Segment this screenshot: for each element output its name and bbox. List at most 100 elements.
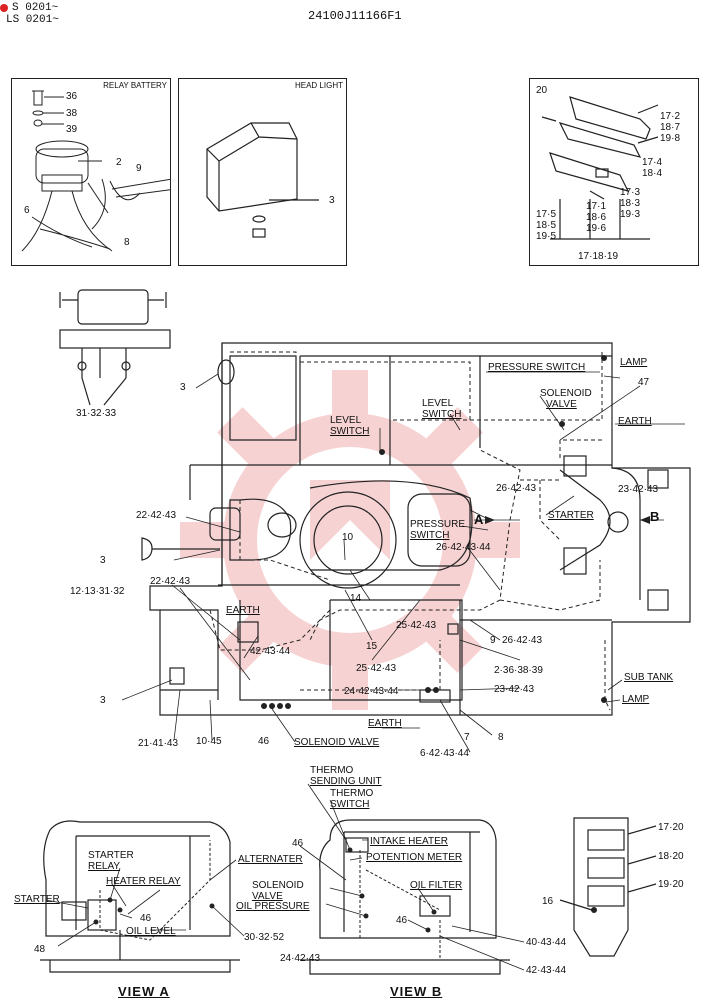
callout-9: 9 — [136, 163, 142, 174]
callout-18-3: 18·3 — [620, 198, 641, 209]
red-marker-icon — [0, 4, 8, 12]
callout-42-43-44: 42·43·44 — [250, 646, 291, 657]
callout-23-42-43-b: 23·42·43 — [494, 684, 535, 695]
label-potention-meter: POTENTION METER — [366, 852, 463, 863]
label-level-switch-2: LEVEL — [422, 398, 454, 409]
label-starter-relay-b: RELAY — [88, 861, 121, 872]
callout-46-view-b-a: 46 — [292, 838, 304, 849]
label-pressure-switch-mid: PRESSURE — [410, 519, 466, 530]
callout-3-bottom: 3 — [100, 695, 106, 706]
label-level-switch-2b: SWITCH — [422, 409, 462, 420]
callout-39: 39 — [66, 124, 78, 135]
view-a-title: VIEW A — [118, 984, 170, 999]
callout-17-1: 17·1 — [586, 201, 607, 212]
callout-42-43-44-view-b: 42·43·44 — [526, 965, 567, 976]
callout-24-42-43-44: 24·42·43·44 — [344, 686, 399, 697]
callout-8: 8 — [498, 732, 504, 743]
callout-17-2: 17·2 — [660, 111, 681, 122]
relay-battery-drawing — [21, 90, 170, 252]
lamp-detail-panel: 20 17·2 18·7 19·8 17·4 18·4 17·3 18·3 19… — [529, 78, 699, 266]
callout-19-3: 19·3 — [620, 209, 641, 220]
callout-36: 36 — [66, 91, 78, 102]
label-pressure-switch-top: PRESSURE SWITCH — [488, 362, 586, 373]
arrow-label-a: A — [474, 512, 484, 527]
label-sub-tank: SUB TANK — [624, 672, 674, 683]
callout-21-41-43: 21·41·43 — [138, 738, 179, 749]
callout-17-5: 17·5 — [536, 209, 557, 220]
callout-19-20: 19·20 — [658, 879, 684, 890]
callout-18-5: 18·5 — [536, 220, 557, 231]
callout-14: 14 — [350, 593, 362, 604]
callout-40-43-44: 40·43·44 — [526, 937, 567, 948]
label-starter: STARTER — [548, 510, 594, 521]
callout-46: 46 — [258, 736, 270, 747]
callout-17-4: 17·4 — [642, 157, 663, 168]
lamp-detail-drawing — [541, 96, 659, 240]
callout-46-view-a: 46 — [140, 913, 152, 924]
callout-23-42-43-a: 23·42·43 — [618, 484, 659, 495]
label-earth-mid: EARTH — [226, 605, 260, 616]
callout-12-13-31-32: 12·13·31·32 — [70, 586, 125, 597]
callout-8: 8 — [124, 237, 130, 248]
callout-22-42-43-b: 22·42·43 — [150, 576, 191, 587]
label-thermo-switch-b: SWITCH — [330, 799, 370, 810]
label-thermo-switch: THERMO — [330, 788, 374, 799]
callout-18-7: 18·7 — [660, 122, 681, 133]
callout-47: 47 — [638, 377, 650, 388]
callout-18-6: 18·6 — [586, 212, 607, 223]
view-b-title: VIEW B — [390, 984, 443, 999]
label-solenoid-valve-bottom: SOLENOID VALVE — [294, 737, 380, 748]
part-code: 24100J11166F1 — [308, 9, 402, 23]
callout-25-42-43-a: 25·42·43 — [396, 620, 437, 631]
label-starter-relay: STARTER — [88, 850, 134, 861]
callout-19-6: 19·6 — [586, 223, 607, 234]
callout-18-4: 18·4 — [642, 168, 663, 179]
label-oil-pressure: OIL PRESSURE — [236, 901, 310, 912]
label-solenoid-valve-view-b: SOLENOID — [252, 880, 304, 891]
callout-22-42-43-a: 22·42·43 — [136, 510, 177, 521]
callout-3-mid: 3 — [100, 555, 106, 566]
callout-48: 48 — [34, 944, 46, 955]
label-lamp-top: LAMP — [620, 357, 648, 368]
callout-38: 38 — [66, 108, 78, 119]
label-pressure-switch-midb: SWITCH — [410, 530, 450, 541]
callout-31-32-33: 31·32·33 — [76, 408, 117, 419]
label-lamp-bottom: LAMP — [622, 694, 650, 705]
label-intake-heater: INTAKE HEATER — [370, 836, 448, 847]
label-solenoid-valve-view-b-2: VALVE — [252, 891, 283, 902]
label-solenoid-valve-1b: VALVE — [546, 399, 577, 410]
head-light-title: HEAD LIGHT — [294, 81, 343, 90]
serial-range-2: LS 0201~ — [6, 14, 59, 26]
callout-6: 6 — [24, 205, 30, 216]
callout-26-42-43-a: 26·42·43 — [496, 483, 537, 494]
callout-26-42-43-b: 26·42·43 — [502, 635, 543, 646]
callout-46-view-b-b: 46 — [396, 915, 408, 926]
callout-9: 9 — [490, 635, 496, 646]
head-light-drawing — [206, 122, 319, 238]
callout-18-20: 18·20 — [658, 851, 684, 862]
label-starter-view-a: STARTER — [14, 894, 60, 905]
relay-battery-panel: RELAY BATTERY 36 38 39 2 9 6 8 — [11, 78, 171, 266]
label-earth-bottom: EARTH — [368, 718, 402, 729]
callout-30-32-52: 30·32·52 — [244, 932, 285, 943]
relay-battery-title: RELAY BATTERY — [103, 81, 167, 90]
callout-3-top: 3 — [180, 382, 186, 393]
label-level-switch-1b: SWITCH — [330, 426, 370, 437]
callout-7: 7 — [464, 732, 470, 743]
label-thermo-sending: THERMO — [310, 765, 354, 776]
label-heater-relay: HEATER RELAY — [106, 876, 181, 887]
callout-6-42-43-44: 6·42·43·44 — [420, 748, 469, 759]
callout-24-42-43: 24·42·43 — [280, 953, 321, 964]
callout-10-45: 10·45 — [196, 736, 222, 747]
callout-17-3: 17·3 — [620, 187, 641, 198]
callout-10: 10 — [342, 532, 354, 543]
callout-26-42-43-44: 26·42·43·44 — [436, 542, 491, 553]
callout-17-20: 17·20 — [658, 822, 684, 833]
callout-17-18-19: 17·18·19 — [578, 251, 619, 262]
callout-20: 20 — [536, 85, 548, 96]
